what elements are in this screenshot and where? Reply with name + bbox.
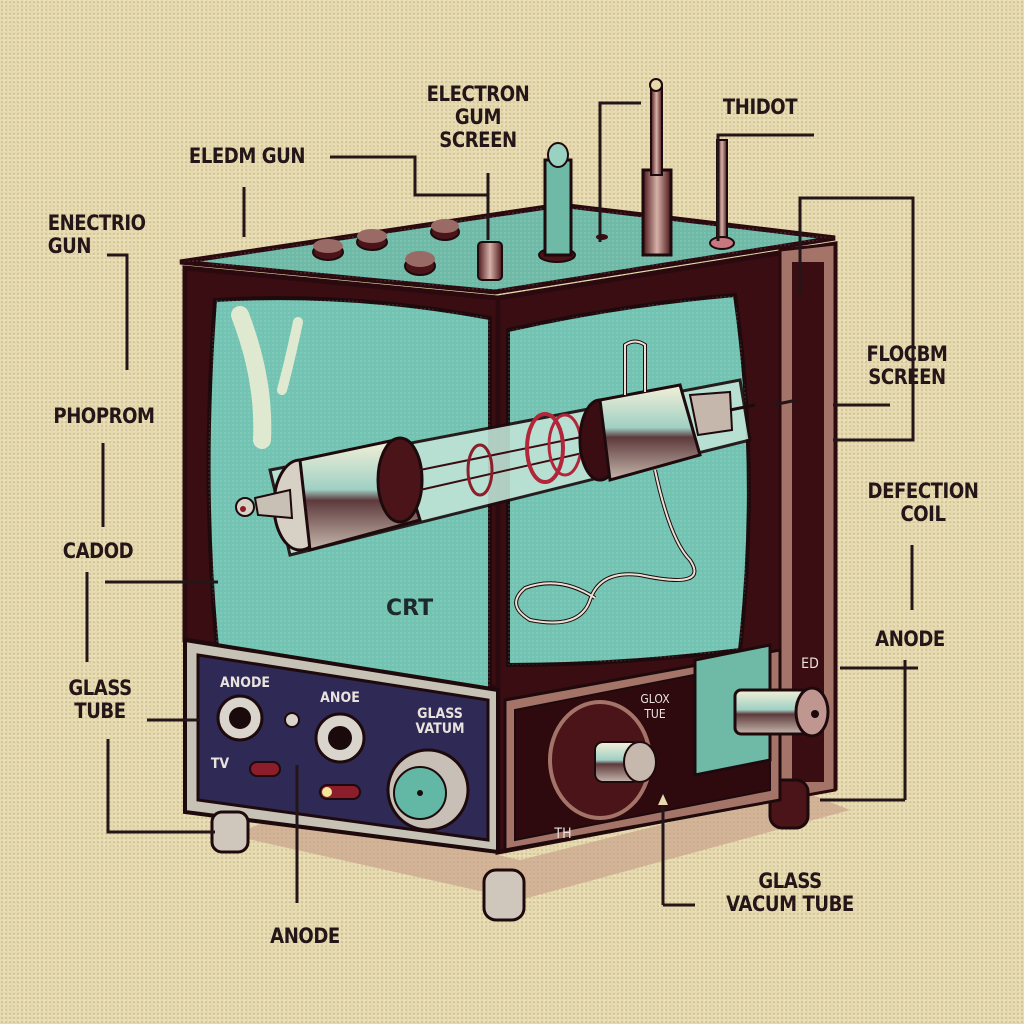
floor-shadow (230, 790, 850, 900)
side-label-ed: ED (801, 656, 819, 672)
label-anode-bottom: ANODE (270, 924, 340, 948)
panel-label-tv: TV (210, 756, 230, 772)
label-enectrio-gun: ENECTRIO GUN (47, 211, 146, 258)
side-knob (548, 700, 657, 820)
label-cadod: CADOD (62, 539, 134, 563)
antenna-rod (641, 78, 673, 257)
panel-label-glass-vatum: GLASS VATUM (415, 706, 465, 737)
front-control-panel (183, 637, 810, 922)
knob (312, 239, 344, 261)
side-control-panel (503, 643, 830, 905)
knob (430, 219, 460, 241)
side-label-glox-tue: GLOX TUE (640, 692, 670, 721)
jack-middle (314, 712, 366, 764)
electron-gun-tube (235, 339, 756, 625)
small-cylinder (477, 241, 503, 281)
side-cylinder (733, 686, 830, 738)
tall-cylinder (538, 142, 576, 263)
top-controls (312, 78, 735, 281)
jack-left (216, 694, 264, 742)
label-anode-right: ANODE (875, 627, 945, 651)
label-phoprom: PHOPROM (53, 404, 155, 428)
label-eledm-gun: ELEDM GUN (188, 144, 306, 168)
label-electron-gun-screen: ELECTRON GUM SCREEN (426, 82, 530, 152)
foot (482, 868, 526, 922)
side-label-th: TH (554, 826, 572, 842)
toggle-switch (249, 761, 281, 777)
label-thidot: THIDOT (722, 95, 798, 119)
panel-label-anoe: ANOE (320, 690, 360, 706)
label-defection-coil: DEFECTION COIL (867, 479, 979, 526)
panel-label-anode: ANODE (219, 675, 271, 691)
round-dial (386, 748, 470, 832)
crt-screen-side (506, 292, 751, 668)
label-crt: CRT (386, 596, 434, 621)
callout-lines (85, 101, 918, 907)
label-glass-vacum-tube: GLASS VACUM TUBE (726, 869, 854, 916)
knob (404, 251, 436, 276)
label-glass-tube: GLASS TUBE (68, 676, 132, 723)
knob (356, 229, 388, 251)
label-flocbm-screen: FLOCBM SCREEN (866, 342, 948, 389)
foot (210, 810, 250, 854)
